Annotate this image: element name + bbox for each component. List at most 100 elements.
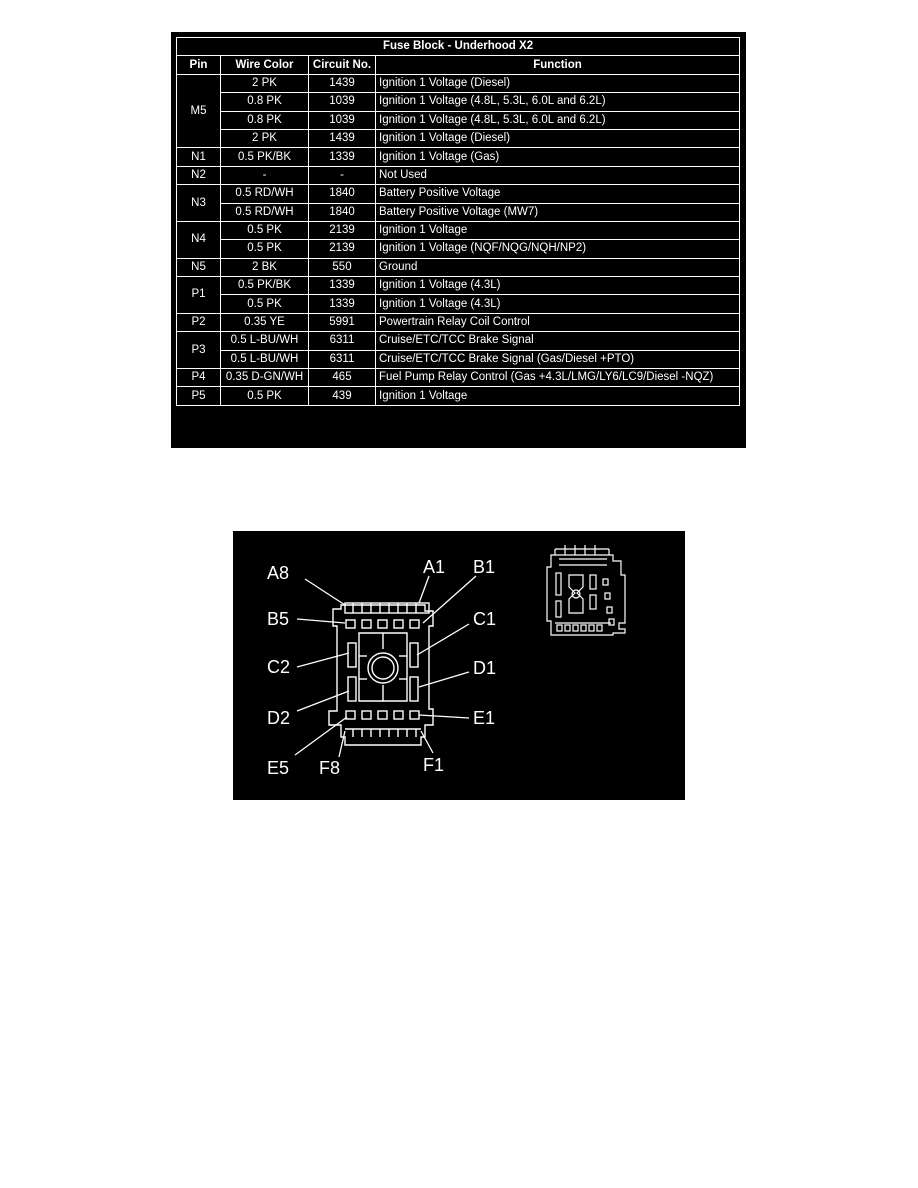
wire-color-cell: 0.5 L-BU/WH — [220, 349, 309, 370]
function-cell: Cruise/ETC/TCC Brake Signal — [374, 331, 741, 351]
table-row: N1 0.5 PK/BK 1339 Ignition 1 Voltage (Ga… — [176, 147, 741, 167]
function-cell: Ignition 1 Voltage — [374, 386, 741, 406]
circuit-cell: 465 — [308, 368, 376, 388]
circuit-cell: 439 — [308, 386, 376, 406]
table-row: P3 0.5 L-BU/WH 6311 Cruise/ETC/TCC Brake… — [176, 331, 741, 370]
table-row: N2 - - Not Used — [176, 165, 741, 186]
pin-cell: P2 — [176, 312, 221, 333]
table-row: 0.8 PK 1039 Ignition 1 Voltage (4.8L, 5.… — [177, 92, 741, 112]
pin-cell: N2 — [176, 165, 221, 186]
wire-color-cell: 0.5 L-BU/WH — [220, 331, 309, 351]
table-row: 0.5 L-BU/WH 6311 Cruise/ETC/TCC Brake Si… — [177, 349, 741, 370]
header-pin: Pin — [176, 55, 221, 75]
header-circuit-no: Circuit No. — [308, 55, 376, 75]
wire-color-cell: 0.5 PK/BK — [220, 147, 309, 167]
wire-color-cell: 2 PK — [220, 73, 309, 94]
table-row: 0.8 PK 1039 Ignition 1 Voltage (4.8L, 5.… — [177, 110, 741, 130]
table-row: N3 0.5 RD/WH 1840 Battery Positive Volta… — [176, 184, 741, 222]
circuit-cell: 1439 — [308, 128, 376, 149]
circuit-cell: 2139 — [308, 220, 376, 241]
pin-cell: N4 — [176, 220, 221, 259]
wire-color-cell: 0.5 RD/WH — [220, 202, 309, 222]
table-row: N5 2 BK 550 Ground — [176, 257, 741, 278]
function-cell: Ignition 1 Voltage (4.3L) — [374, 294, 741, 314]
function-cell: Cruise/ETC/TCC Brake Signal (Gas/Diesel … — [374, 349, 741, 370]
function-cell: Ignition 1 Voltage (NQF/NQG/NQH/NP2) — [374, 239, 741, 259]
wire-color-cell: 0.35 YE — [220, 312, 309, 333]
wire-color-cell: 0.5 PK/BK — [220, 276, 309, 296]
header-function: Function — [374, 55, 741, 75]
table-row: 0.5 RD/WH 1840 Battery Positive Voltage … — [177, 202, 741, 222]
function-cell: Ignition 1 Voltage (4.8L, 5.3L, 6.0L and… — [374, 92, 741, 112]
wire-color-cell: 0.35 D-GN/WH — [220, 368, 309, 388]
label-f8: F8 — [319, 758, 340, 778]
wire-color-cell: 0.8 PK — [220, 92, 309, 112]
pin-cell: P4 — [176, 368, 221, 388]
function-cell: Ignition 1 Voltage (4.3L) — [374, 276, 741, 296]
table-row: 2 PK 1439 Ignition 1 Voltage (Diesel) — [177, 128, 741, 149]
table-row: M5 2 PK 1439 Ignition 1 Voltage (Diesel) — [176, 73, 741, 149]
function-cell: Ignition 1 Voltage (Diesel) — [374, 128, 741, 149]
circuit-cell: 1840 — [308, 202, 376, 222]
label-c2: C2 — [267, 657, 290, 677]
table-row: 0.5 PK 1339 Ignition 1 Voltage (4.3L) — [177, 294, 741, 314]
wire-color-cell: 0.5 RD/WH — [220, 184, 309, 204]
circuit-cell: 1039 — [308, 110, 376, 130]
function-cell: Fuel Pump Relay Control (Gas +4.3L/LMG/L… — [374, 368, 741, 388]
wire-color-cell: 0.5 PK — [220, 386, 309, 406]
circuit-cell: 1339 — [308, 294, 376, 314]
pin-cell: N3 — [176, 184, 221, 222]
label-e5: E5 — [267, 758, 289, 778]
label-c1: C1 — [473, 609, 496, 629]
table-row: 0.5 PK 2139 Ignition 1 Voltage (NQF/NQG/… — [177, 239, 741, 259]
pin-cell: M5 — [176, 73, 221, 149]
label-f1: F1 — [423, 755, 444, 775]
table-title: Fuse Block - Underhood X2 — [175, 36, 741, 57]
wire-color-cell: 0.5 PK — [220, 220, 309, 241]
header-wire-color: Wire Color — [220, 55, 309, 75]
label-b5: B5 — [267, 609, 289, 629]
function-cell: Ignition 1 Voltage — [374, 220, 741, 241]
function-cell: Ignition 1 Voltage (Diesel) — [374, 73, 741, 94]
function-cell: Ignition 1 Voltage (4.8L, 5.3L, 6.0L and… — [374, 110, 741, 130]
wire-color-cell: 2 BK — [220, 257, 309, 278]
pin-cell: P5 — [176, 386, 221, 406]
circuit-cell: - — [308, 165, 376, 186]
function-cell: Not Used — [374, 165, 741, 186]
label-d1: D1 — [473, 658, 496, 678]
wire-color-cell: 2 PK — [220, 128, 309, 149]
fuse-block-pin-table: Fuse Block - Underhood X2 Pin Wire Color… — [175, 36, 741, 406]
connector-face-outline — [328, 602, 434, 746]
connector-side-view — [546, 545, 626, 636]
connector-face-diagram: A8 A1 B1 B5 C1 C2 D1 D2 E1 E5 F8 F1 — [267, 545, 626, 778]
function-cell: Battery Positive Voltage — [374, 184, 741, 204]
circuit-cell: 5991 — [308, 312, 376, 333]
pin-cell: N5 — [176, 257, 221, 278]
circuit-cell: 1439 — [308, 73, 376, 94]
label-d2: D2 — [267, 708, 290, 728]
connector-diagram-panel: A8 A1 B1 B5 C1 C2 D1 D2 E1 E5 F8 F1 — [233, 531, 685, 800]
circuit-cell: 6311 — [308, 331, 376, 351]
wire-color-cell: 0.8 PK — [220, 110, 309, 130]
table-row: P2 0.35 YE 5991 Powertrain Relay Coil Co… — [176, 312, 741, 333]
label-a1: A1 — [423, 557, 445, 577]
table-row: N4 0.5 PK 2139 Ignition 1 Voltage — [176, 220, 741, 259]
pin-cell: P3 — [176, 331, 221, 370]
table-row: P4 0.35 D-GN/WH 465 Fuel Pump Relay Cont… — [176, 368, 741, 388]
wire-color-cell: 0.5 PK — [220, 239, 309, 259]
fuse-block-table-panel: Fuse Block - Underhood X2 Pin Wire Color… — [171, 32, 746, 448]
pin-cell: P1 — [176, 276, 221, 314]
circuit-cell: 1840 — [308, 184, 376, 204]
circuit-cell: 1039 — [308, 92, 376, 112]
table-row: P1 0.5 PK/BK 1339 Ignition 1 Voltage (4.… — [176, 276, 741, 314]
label-b1: B1 — [473, 557, 495, 577]
circuit-cell: 1339 — [308, 276, 376, 296]
table-row: P5 0.5 PK 439 Ignition 1 Voltage — [176, 386, 741, 406]
function-cell: Battery Positive Voltage (MW7) — [374, 202, 741, 222]
label-a8: A8 — [267, 563, 289, 583]
wire-color-cell: - — [220, 165, 309, 186]
circuit-cell: 2139 — [308, 239, 376, 259]
function-cell: Ignition 1 Voltage (Gas) — [374, 147, 741, 167]
pin-cell: N1 — [176, 147, 221, 167]
circuit-cell: 550 — [308, 257, 376, 278]
